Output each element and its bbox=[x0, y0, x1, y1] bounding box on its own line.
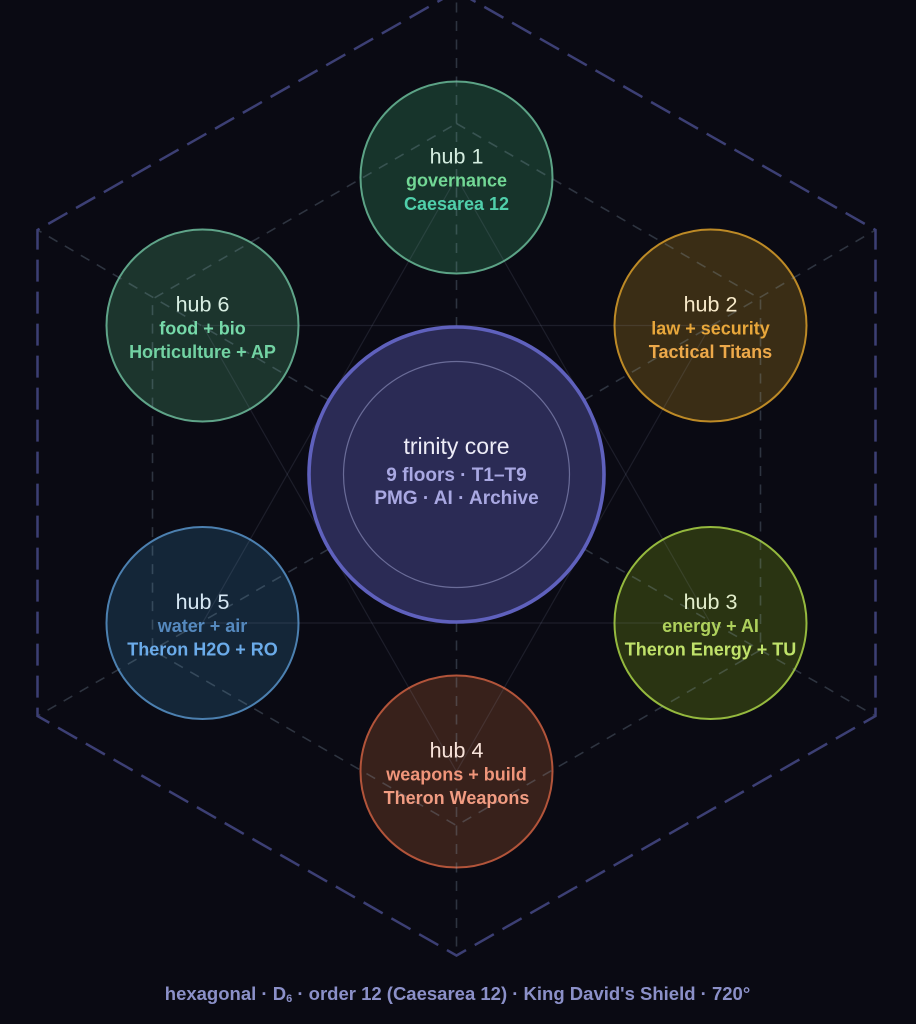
svg-text:governance: governance bbox=[406, 171, 507, 191]
svg-text:food + bio: food + bio bbox=[159, 319, 245, 339]
svg-text:Theron Weapons: Theron Weapons bbox=[384, 788, 530, 808]
svg-text:Caesarea 12: Caesarea 12 bbox=[404, 194, 509, 214]
svg-text:hub 1: hub 1 bbox=[430, 144, 484, 168]
svg-text:hub 4: hub 4 bbox=[430, 738, 484, 762]
svg-text:water + air: water + air bbox=[157, 616, 248, 636]
svg-text:PMG · AI · Archive: PMG · AI · Archive bbox=[374, 488, 538, 509]
svg-text:Theron H2O + RO: Theron H2O + RO bbox=[127, 640, 278, 660]
svg-text:9 floors · T1–T9: 9 floors · T1–T9 bbox=[386, 465, 526, 486]
svg-text:hub 6: hub 6 bbox=[176, 292, 230, 316]
svg-text:hub 5: hub 5 bbox=[176, 590, 230, 614]
svg-text:Tactical Titans: Tactical Titans bbox=[649, 342, 772, 362]
svg-text:energy + AI: energy + AI bbox=[662, 616, 759, 636]
svg-text:hexagonal · D6 · order 12 (Cae: hexagonal · D6 · order 12 (Caesarea 12) … bbox=[165, 983, 750, 1005]
svg-text:hub 2: hub 2 bbox=[684, 292, 738, 316]
svg-text:trinity core: trinity core bbox=[403, 433, 509, 459]
svg-text:weapons + build: weapons + build bbox=[385, 765, 527, 785]
svg-text:Horticulture + AP: Horticulture + AP bbox=[129, 342, 276, 362]
svg-text:Theron Energy + TU: Theron Energy + TU bbox=[625, 640, 797, 660]
svg-text:hub 3: hub 3 bbox=[684, 590, 738, 614]
svg-text:law + security: law + security bbox=[651, 319, 770, 339]
